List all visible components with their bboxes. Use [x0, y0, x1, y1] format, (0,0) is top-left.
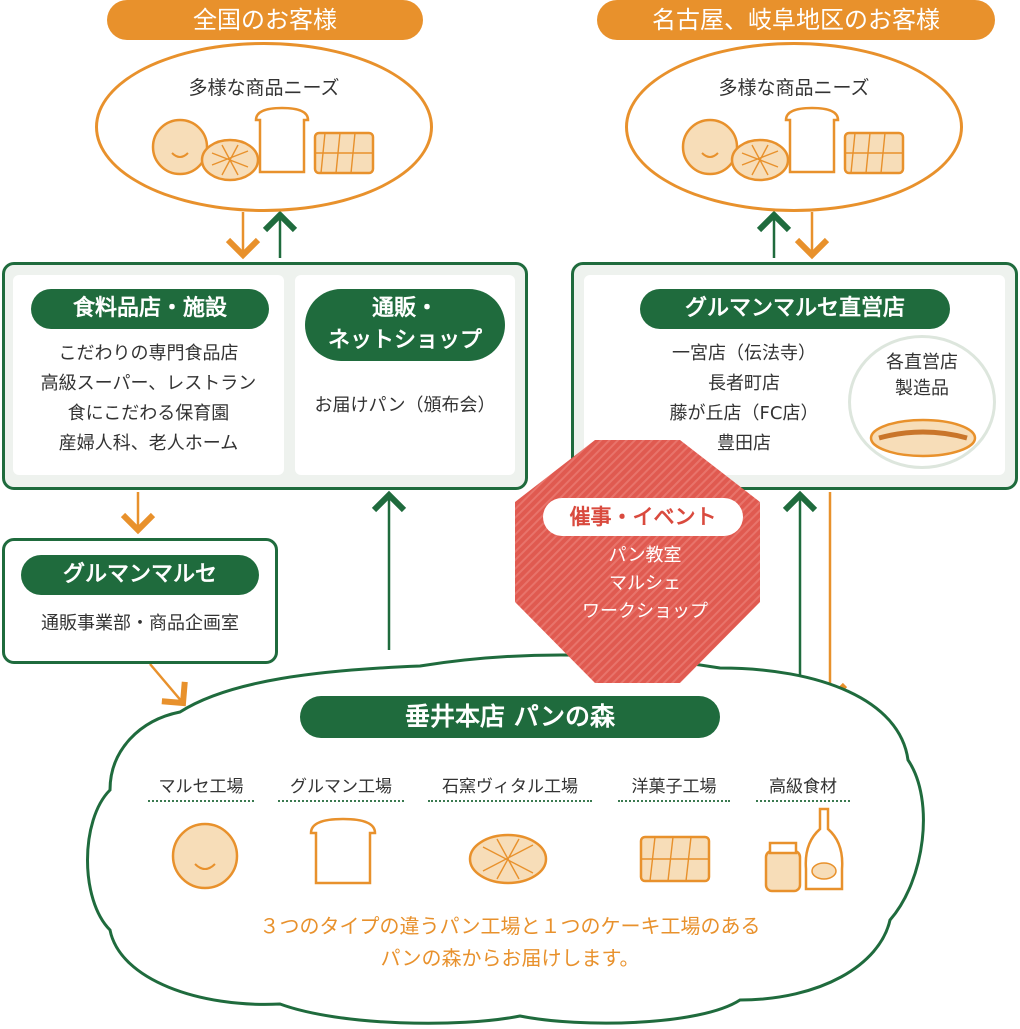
- mail-order-title: 通販・ ネットショップ: [305, 289, 505, 361]
- list-item: 高級スーパー、レストラン: [40, 373, 257, 394]
- food-stores-title: 食料品店・施設: [31, 289, 269, 329]
- mail-order-item: お届けパン（頒布会）: [314, 395, 496, 416]
- needs-label-right: 多様な商品ニーズ: [718, 77, 870, 99]
- bread-group-icon: [151, 106, 375, 182]
- main-store-title: 垂井本店 パンの森: [300, 696, 720, 738]
- round-bun-icon: [171, 822, 239, 890]
- jar-bottle-icon: [764, 807, 844, 893]
- factory-label-premium-ingredients: 高級食材: [756, 772, 850, 802]
- gourmand-title: グルマンマルセ: [21, 555, 259, 595]
- food-stores-panel: 食料品店・施設 こだわりの専門食品店 高級スーパー、レストラン 食にこだわる保育…: [13, 275, 284, 475]
- list-item: マルシェ: [609, 573, 681, 594]
- bread-group-icon: [681, 106, 905, 182]
- factory-label-confectionery: 洋菓子工場: [618, 772, 730, 802]
- list-item: 長者町店: [708, 373, 780, 394]
- needs-ellipse-left: 多様な商品ニーズ: [95, 42, 433, 212]
- header-nationwide: 全国のお客様: [107, 0, 423, 40]
- mail-order-title-line2: ネットショップ: [327, 328, 482, 353]
- direct-stores-list: 一宮店（伝法寺） 長者町店 藤が丘店（FC店） 豊田店: [644, 339, 844, 459]
- gourmand-box: グルマンマルセ 通販事業部・商品企画室: [2, 538, 278, 664]
- list-item: パン教室: [608, 545, 682, 566]
- gourmand-subtitle: 通販事業部・商品企画室: [41, 613, 239, 634]
- badge-label-line2: 製造品: [895, 378, 949, 399]
- melon-pan-icon: [468, 833, 548, 885]
- note-line1: ３つのタイプの違うパン工場と１つのケーキ工場のある: [259, 914, 761, 938]
- list-item: 藤が丘店（FC店）: [669, 403, 819, 424]
- list-item: 食にこだわる保育園: [67, 403, 230, 424]
- factory-label-stone-oven: 石窯ヴィタル工場: [428, 772, 592, 802]
- event-title: 催事・イベント: [543, 498, 743, 536]
- needs-ellipse-right: 多様な商品ニーズ: [625, 42, 963, 212]
- bread-loaf-icon: [309, 817, 377, 885]
- main-store-note: ３つのタイプの違うパン工場と１つのケーキ工場のある パンの森からお届けします。: [150, 910, 870, 974]
- store-products-badge: 各直営店 製造品: [848, 335, 996, 469]
- direct-stores-title: グルマンマルセ直営店: [640, 289, 950, 329]
- food-stores-list: こだわりの専門食品店 高級スーパー、レストラン 食にこだわる保育園 産婦人科、老…: [13, 339, 284, 459]
- list-item: 産婦人科、老人ホーム: [58, 433, 239, 454]
- mail-order-title-line1: 通販・: [371, 296, 438, 321]
- needs-label-left: 多様な商品ニーズ: [188, 77, 340, 99]
- badge-label-line1: 各直営店: [886, 352, 958, 373]
- direct-stores-panel: グルマンマルセ直営店 一宮店（伝法寺） 長者町店 藤が丘店（FC店） 豊田店 各…: [584, 275, 1005, 475]
- list-item: 豊田店: [717, 433, 771, 454]
- list-item: こだわりの専門食品店: [58, 343, 239, 364]
- factory-label-marce: マルセ工場: [148, 772, 254, 802]
- arrow-gourmand-to-main: [149, 663, 188, 707]
- event-list: パン教室 マルシェ ワークショップ: [555, 542, 735, 626]
- list-item: 一宮店（伝法寺）: [672, 343, 816, 364]
- cake-icon: [639, 835, 711, 883]
- list-item: ワークショップ: [582, 601, 708, 622]
- mail-order-panel: 通販・ ネットショップ お届けパン（頒布会）: [295, 275, 515, 475]
- note-line2: パンの森からお届けします。: [380, 946, 640, 970]
- roll-bread-icon: [869, 418, 977, 458]
- factory-label-gourmand: グルマン工場: [278, 772, 404, 802]
- header-nagoya-gifu: 名古屋、岐阜地区のお客様: [597, 0, 995, 40]
